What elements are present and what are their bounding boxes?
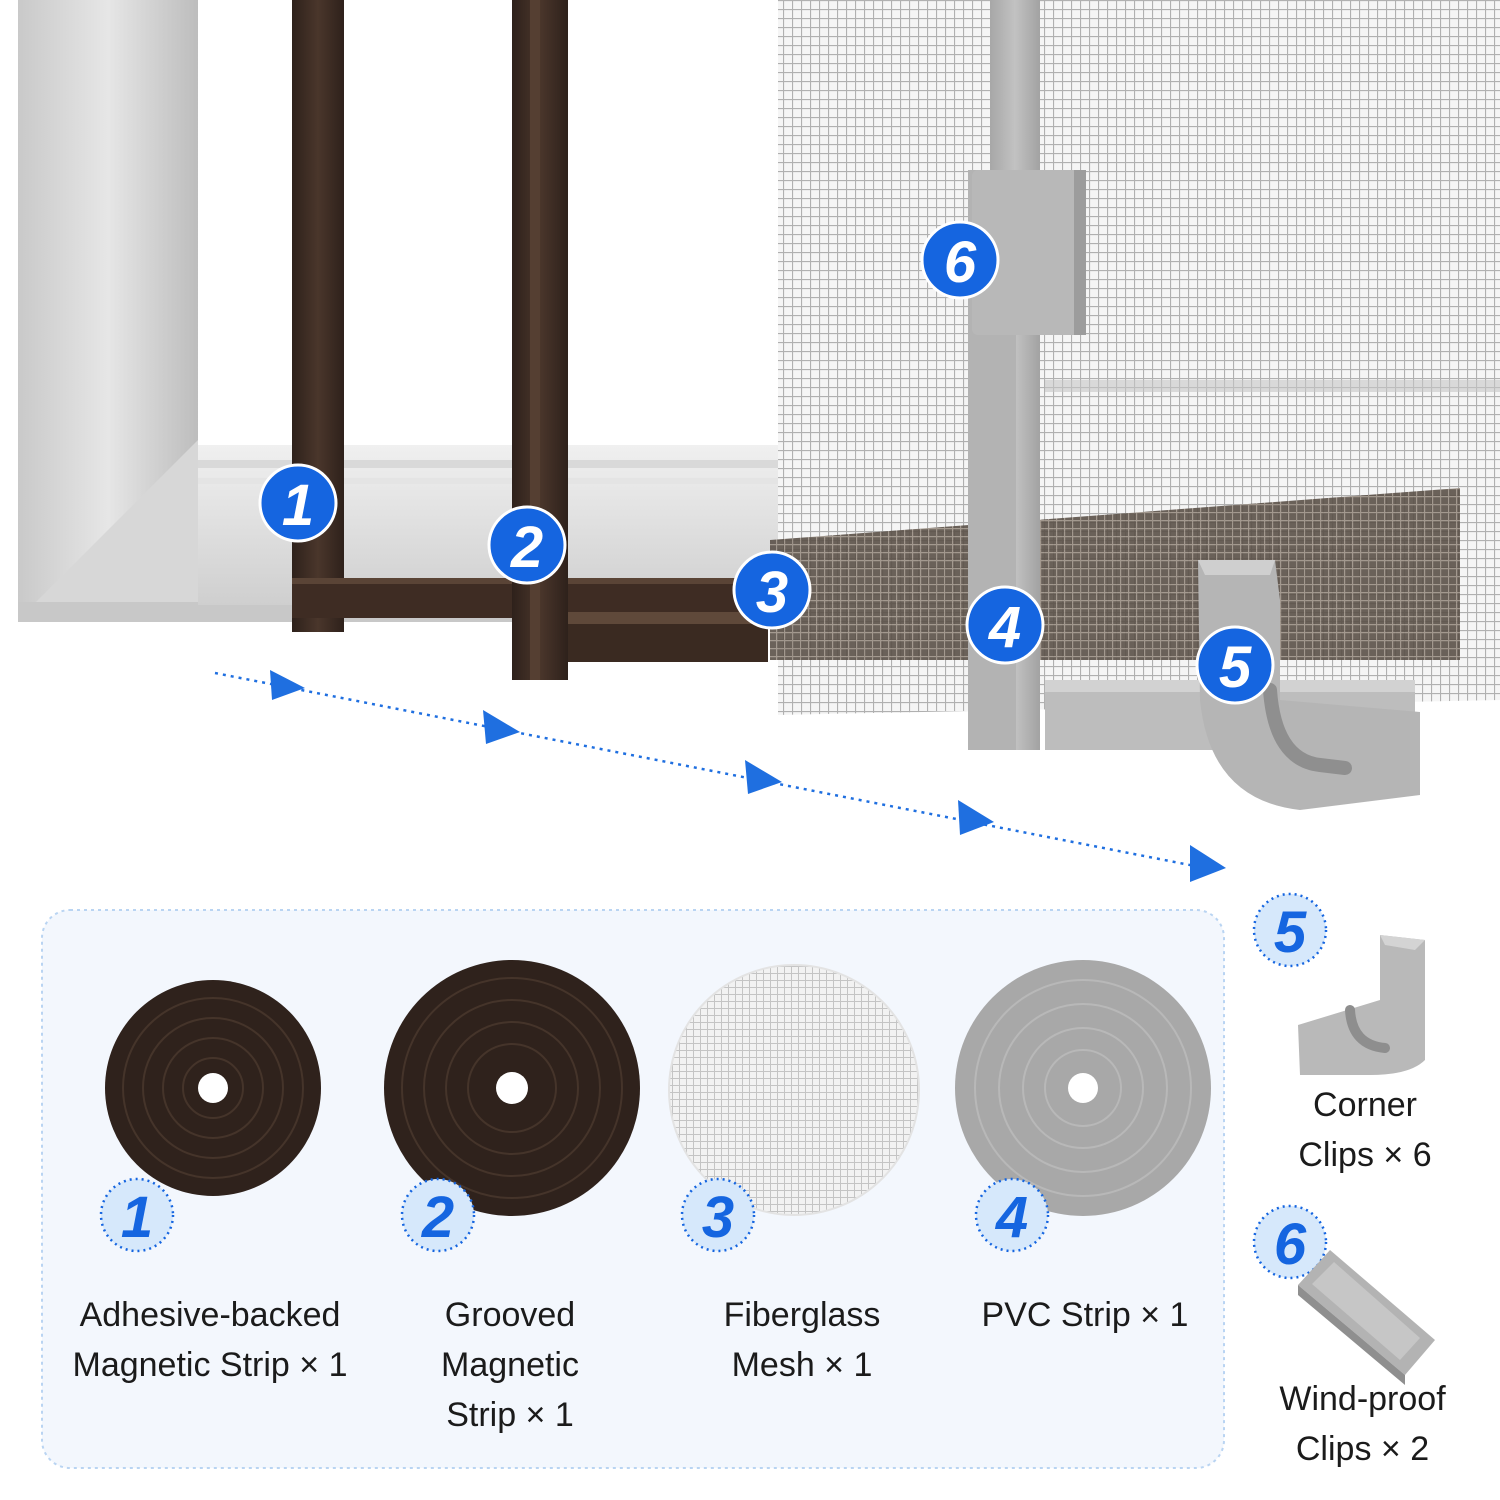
part-badge-3: 3 bbox=[680, 1177, 756, 1253]
arrowhead-4 bbox=[958, 800, 994, 835]
part-label-2-line-2: Magnetic bbox=[441, 1346, 579, 1384]
svg-text:4: 4 bbox=[995, 1185, 1028, 1250]
installation-badge-3: 3 bbox=[732, 550, 812, 630]
arrowhead-2 bbox=[483, 710, 520, 744]
wind-proof-clip-install bbox=[972, 170, 1086, 335]
part-badge-4: 4 bbox=[974, 1177, 1050, 1253]
corner-clip-install bbox=[1198, 560, 1420, 810]
part-label-4: PVC Strip × 1 bbox=[955, 1290, 1215, 1340]
direction-arrow bbox=[214, 670, 1226, 882]
svg-text:3: 3 bbox=[756, 560, 788, 625]
arrowhead-3 bbox=[745, 760, 782, 794]
part-label-3-line-1: Fiberglass bbox=[723, 1296, 881, 1334]
part-label-2: Grooved Magnetic Strip × 1 bbox=[380, 1290, 640, 1440]
part-label-2-line-1: Grooved bbox=[444, 1296, 576, 1334]
svg-text:1: 1 bbox=[282, 473, 314, 538]
installation-badge-6: 6 bbox=[920, 220, 1000, 300]
part-label-1-line-1: Adhesive-backed bbox=[79, 1296, 341, 1334]
svg-text:4: 4 bbox=[988, 595, 1021, 660]
part-label-1: Adhesive-backed Magnetic Strip × 1 bbox=[40, 1290, 380, 1390]
svg-text:5: 5 bbox=[1274, 900, 1307, 965]
arrowhead-1 bbox=[270, 670, 305, 700]
gray-pvc-roll-icon bbox=[955, 960, 1211, 1216]
mesh-roll-icon bbox=[668, 964, 920, 1216]
brown-magnetic-roll-icon bbox=[105, 980, 321, 1196]
part-label-3-line-2: Mesh × 1 bbox=[731, 1346, 873, 1384]
part-badge-5: 5 bbox=[1252, 892, 1328, 968]
svg-text:1: 1 bbox=[121, 1185, 153, 1250]
part-label-6-line-2: Clips × 2 bbox=[1295, 1430, 1430, 1468]
svg-text:3: 3 bbox=[702, 1185, 734, 1250]
part-label-5-line-1: Corner bbox=[1313, 1086, 1417, 1124]
svg-text:2: 2 bbox=[421, 1185, 454, 1250]
part-label-6-line-1: Wind-proof bbox=[1279, 1380, 1446, 1418]
part-label-6: Wind-proof Clips × 2 bbox=[1245, 1374, 1480, 1474]
wind-proof-clip-icon bbox=[1298, 1250, 1435, 1385]
part-label-3: Fiberglass Mesh × 1 bbox=[672, 1290, 932, 1390]
installation-badge-4: 4 bbox=[965, 585, 1045, 665]
svg-text:6: 6 bbox=[1274, 1212, 1307, 1277]
part-label-4-line-1: PVC Strip × 1 bbox=[981, 1296, 1189, 1334]
installation-badge-5: 5 bbox=[1195, 625, 1275, 705]
corner-clip-icon bbox=[1298, 935, 1425, 1075]
part-badge-1: 1 bbox=[99, 1177, 175, 1253]
mesh-screen bbox=[770, 0, 1500, 715]
brown-grooved-roll-icon bbox=[384, 960, 640, 1216]
part-badge-6: 6 bbox=[1252, 1204, 1328, 1280]
installation-badge-1: 1 bbox=[258, 463, 338, 543]
svg-text:5: 5 bbox=[1219, 635, 1252, 700]
part-label-5: Corner Clips × 6 bbox=[1255, 1080, 1475, 1180]
part-label-1-line-2: Magnetic Strip × 1 bbox=[72, 1346, 348, 1384]
part-label-2-line-3: Strip × 1 bbox=[446, 1396, 574, 1434]
svg-text:6: 6 bbox=[944, 230, 977, 295]
svg-text:2: 2 bbox=[510, 515, 543, 580]
arrowhead-5 bbox=[1190, 845, 1226, 882]
installation-badge-2: 2 bbox=[487, 505, 567, 585]
parts-panel bbox=[41, 909, 1225, 1469]
part-label-5-line-2: Clips × 6 bbox=[1298, 1136, 1432, 1174]
installation-illustration: 1 2 3 4 5 6 bbox=[18, 0, 1500, 882]
part-badge-2: 2 bbox=[400, 1177, 476, 1253]
